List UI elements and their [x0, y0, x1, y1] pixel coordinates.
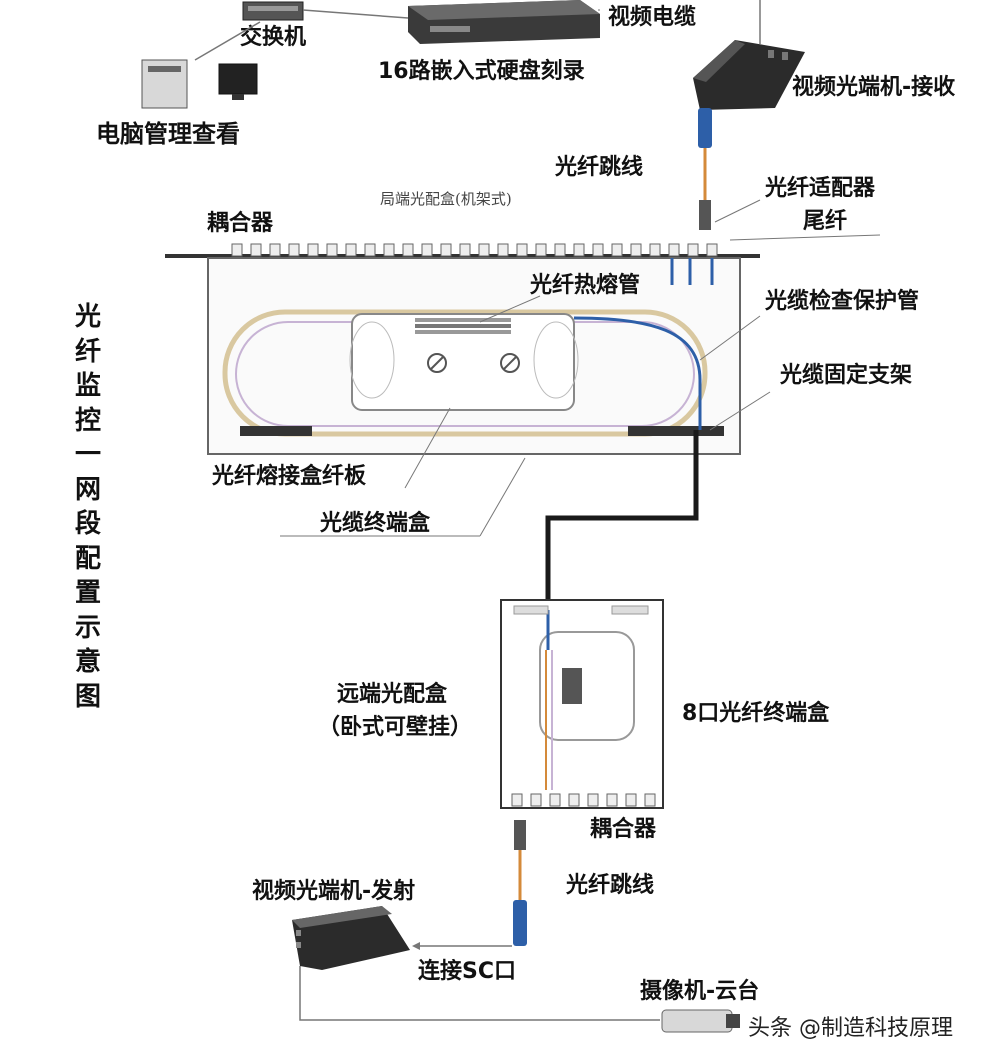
main-fiber-cable [545, 430, 699, 610]
pc-label: 电脑管理查看 [96, 120, 240, 148]
video-cable-label: 视频电缆 [608, 4, 696, 30]
coupler [644, 793, 656, 807]
heat-shrink-label: 光纤热熔管 [529, 272, 640, 298]
camera-cable [299, 966, 660, 1021]
terminal-box-label: 光缆终端盒 [319, 510, 431, 536]
protect-tube-pointer [699, 315, 761, 361]
patch-cord-bottom [513, 820, 527, 946]
coupler [478, 243, 490, 257]
camera-label: 摄像机-云台 [640, 978, 759, 1004]
rack-box [165, 243, 760, 455]
receiver-label: 视频光端机-接收 [792, 74, 955, 100]
coupler [587, 793, 599, 807]
fixing-bracket-label: 光缆固定支架 [779, 362, 912, 388]
coupler [326, 243, 338, 257]
coupler [530, 793, 542, 807]
pigtail-label: 尾纤 [803, 208, 847, 234]
pigtail-pointer [729, 234, 881, 241]
coupler [549, 793, 561, 807]
switch-nvr-link [302, 9, 409, 19]
coupler [307, 243, 319, 257]
terminal-box-pointer [479, 457, 526, 537]
coupler [625, 793, 637, 807]
splice-tray-label: 光纤熔接盒纤板 [211, 463, 367, 489]
pc-device [141, 59, 258, 109]
coupler [459, 243, 471, 257]
remote-box-label-1: 远端光配盒 [337, 681, 448, 707]
coupler [573, 243, 585, 257]
coupler-row-bottom [511, 793, 656, 807]
coupler [345, 243, 357, 257]
coupler [402, 243, 414, 257]
coupler [269, 243, 281, 257]
coupler [630, 243, 642, 257]
splice-tray-pointer [404, 407, 451, 489]
adapter-label: 光纤适配器 [764, 175, 876, 201]
remote-box-label-2: （卧式可壁挂） [318, 714, 472, 740]
coupler [606, 793, 618, 807]
receiver-device [693, 40, 805, 110]
transmitter-device [292, 906, 410, 970]
nvr-device [408, 0, 600, 44]
coupler [611, 243, 623, 257]
coupler [535, 243, 547, 257]
heat-shrink-pointer [479, 295, 541, 323]
sc-port-label: 连接SC口 [418, 958, 516, 984]
adapter-pointer [714, 199, 761, 223]
camera-device [661, 1009, 740, 1033]
remote-box [500, 599, 664, 809]
coupler [440, 243, 452, 257]
coupler-bottom-label: 耦合器 [590, 816, 657, 842]
coupler-top-label: 耦合器 [207, 210, 274, 236]
coupler [383, 243, 395, 257]
coupler [516, 243, 528, 257]
coupler [421, 243, 433, 257]
fixing-bracket-pointer [709, 391, 771, 431]
coupler [687, 243, 699, 257]
coupler [364, 243, 376, 257]
coupler [568, 793, 580, 807]
transmitter-label: 视频光端机-发射 [252, 878, 415, 904]
eight-port-label: 8口光纤终端盒 [682, 700, 830, 726]
coupler [649, 243, 661, 257]
coupler [497, 243, 509, 257]
patch-cord-top [698, 108, 712, 230]
coupler [592, 243, 604, 257]
switch-device [242, 1, 304, 21]
switch-label: 交换机 [240, 24, 306, 50]
diagram-title-vertical: 光纤监控一网段配置示意图 [74, 302, 101, 712]
patch-cord-bottom-label: 光纤跳线 [565, 872, 654, 898]
sc-arrow-head [412, 942, 420, 950]
patch-cord-top-label: 光纤跳线 [554, 154, 643, 180]
coupler-row [231, 243, 718, 257]
coupler [511, 793, 523, 807]
rack-box-label: 局端光配盒(机架式) [380, 190, 512, 208]
coupler [554, 243, 566, 257]
coupler [706, 243, 718, 257]
coupler [668, 243, 680, 257]
watermark: 头条 @制造科技原理 [748, 1016, 953, 1041]
coupler [231, 243, 243, 257]
nvr-label: 16路嵌入式硬盘刻录 [378, 58, 585, 84]
switch-pc-link [194, 21, 261, 61]
coupler [250, 243, 262, 257]
protect-tube-label: 光缆检查保护管 [764, 288, 919, 314]
coupler [288, 243, 300, 257]
